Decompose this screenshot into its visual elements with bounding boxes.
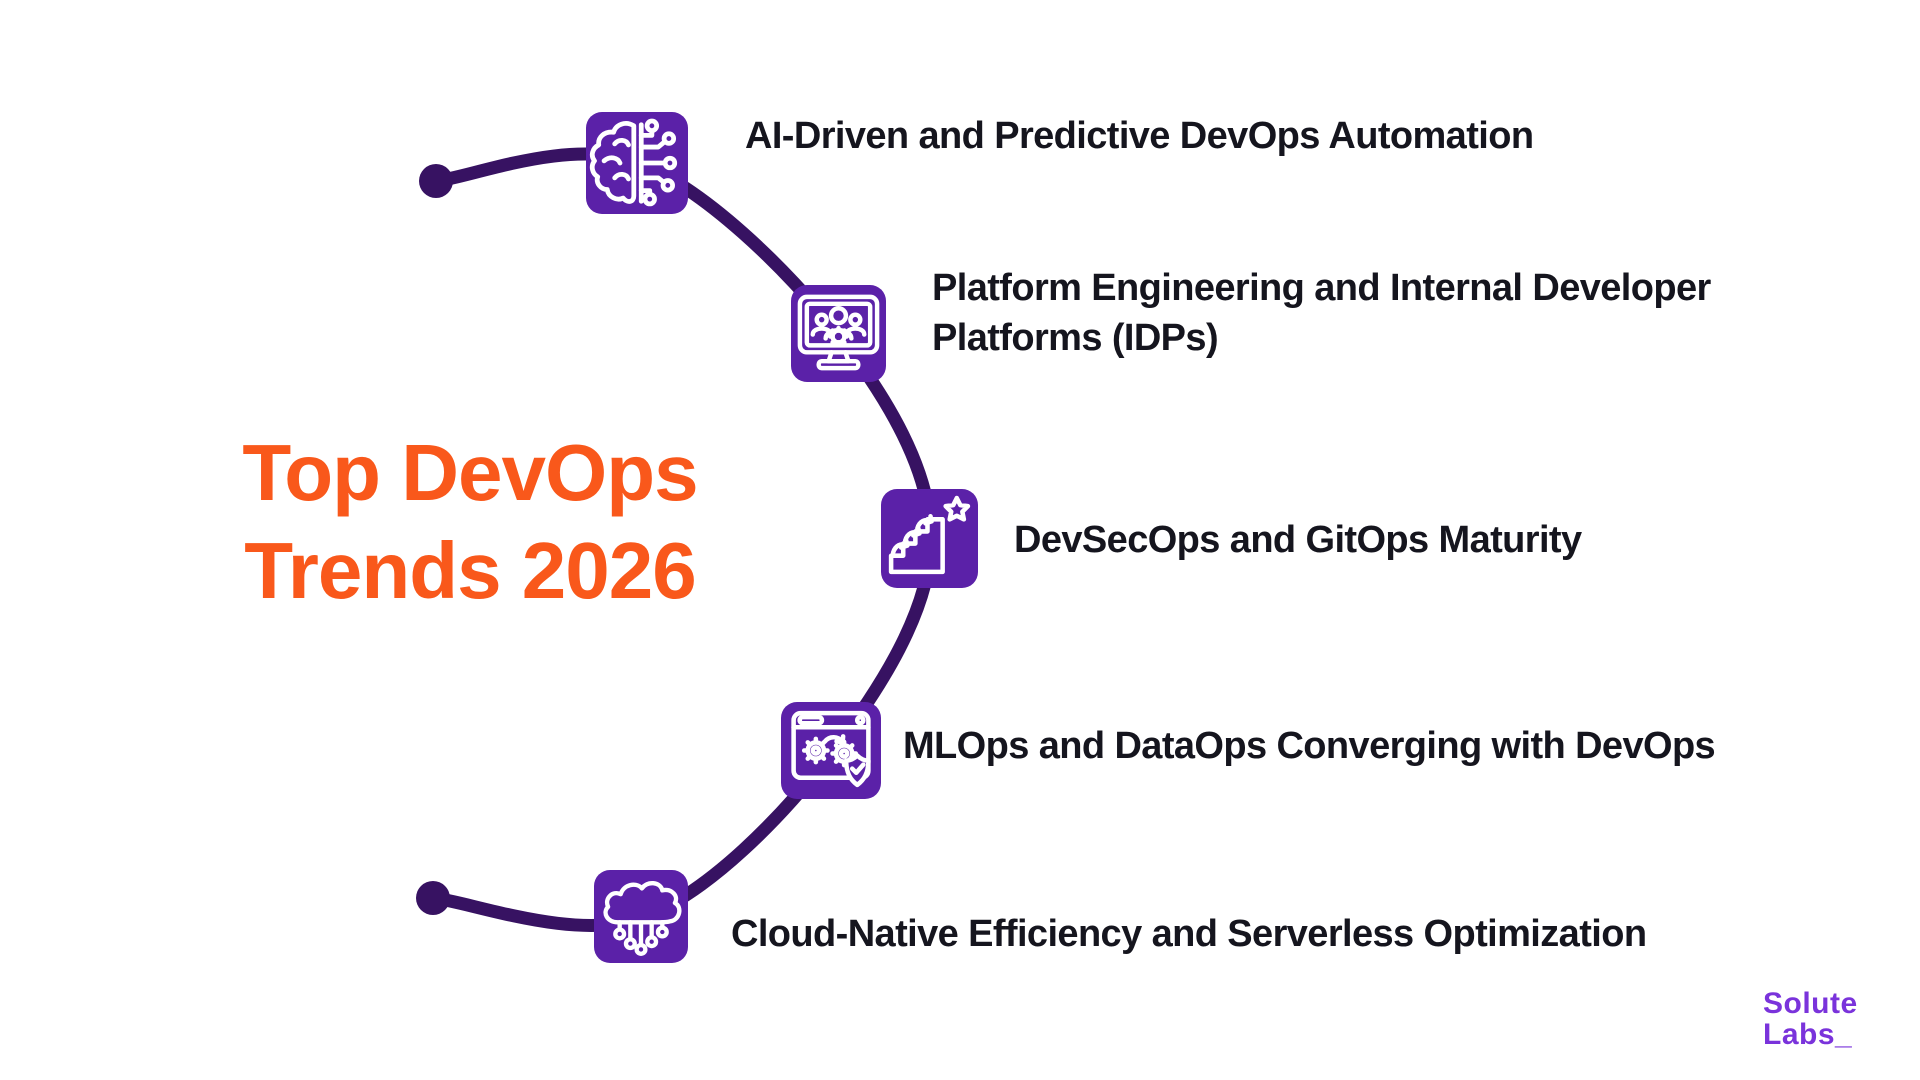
ai-brain-circuit-icon [586,112,688,214]
item-label-ai-automation: AI-Driven and Predictive DevOps Automati… [745,115,1534,157]
logo-line2: Labs_ [1763,1018,1853,1051]
arc-end-dot [416,881,450,915]
mlops-gears-shield-icon [781,702,881,799]
maturity-stairs-star-icon [881,489,978,588]
item-label-platform-engineering: Platform Engineering and Internal Develo… [932,267,1711,359]
item-label-mlops-dataops: MLOps and DataOps Converging with DevOps [903,725,1716,767]
item-label-cloud-native: Cloud-Native Efficiency and Serverless O… [731,913,1647,955]
cloud-network-icon [594,870,688,963]
item-label-devsecops: DevSecOps and GitOps Maturity [1014,519,1582,561]
arc-start-dot [419,164,453,198]
logo-line1: Solute [1763,987,1858,1020]
page-title: Top DevOps Trends 2026 [150,424,790,620]
platform-team-monitor-icon [791,285,886,382]
page-title-line2: Trends 2026 [244,526,697,615]
page-title-line1: Top DevOps [242,428,698,517]
solutelabs-logo: Solute Labs_ [1763,988,1858,1050]
